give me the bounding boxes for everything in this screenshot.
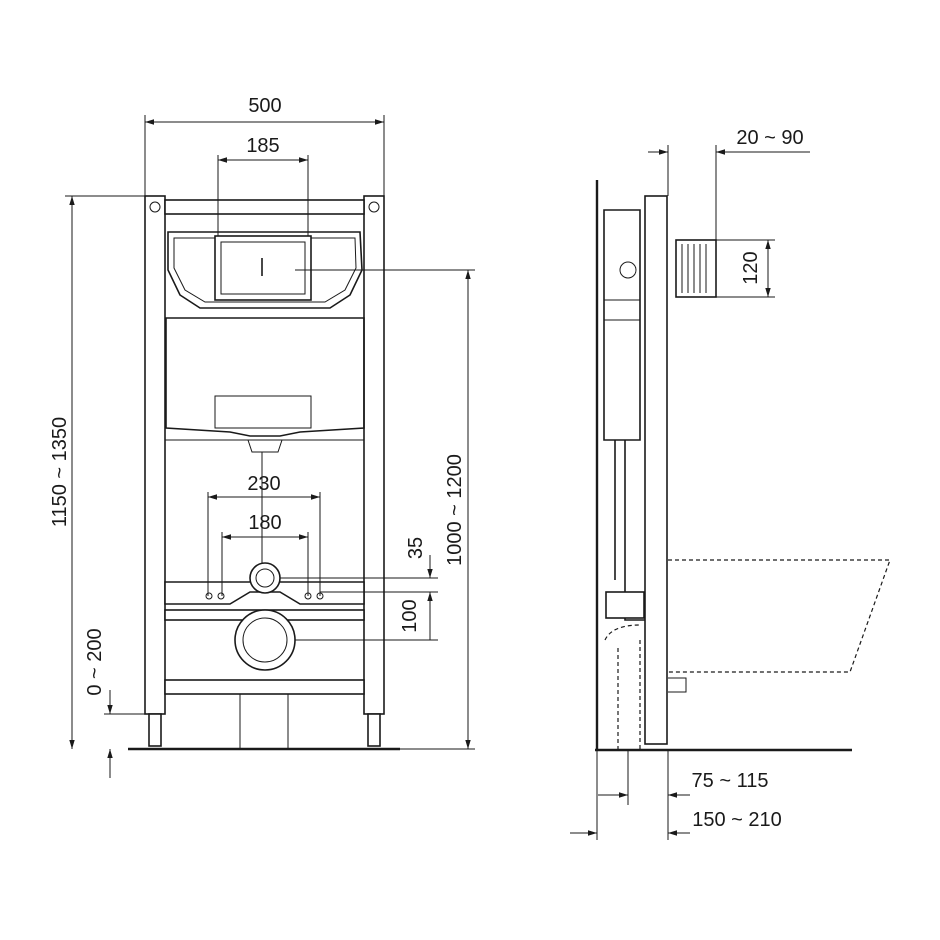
bottom-bar [164,679,365,695]
top-bar [164,199,365,215]
cistern-side [603,209,641,441]
cistern-body [165,317,365,437]
flush-plate-opening [214,235,312,301]
dim-wall-distance: 150 ~ 210 [692,809,782,831]
cross-bar [164,581,365,605]
dim-actuator-height: 1000 ~ 1200 [444,454,466,566]
dim-plate-depth: 20 ~ 90 [736,127,803,149]
left-post [144,195,166,715]
frame-side [644,195,668,745]
mount-hole-icon [368,201,380,213]
dim-width: 500 [248,95,281,117]
cistern-top [167,231,363,309]
dim-bolt-outer: 230 [247,473,280,495]
dim-bolt-inner: 180 [248,512,281,534]
dim-sleeve-height: 120 [740,251,762,284]
dim-outlet-offset: 100 [399,599,421,632]
side-dimensions: 20 ~ 90 120 75 ~ 115 150 ~ 210 [570,127,810,840]
left-foot [148,713,162,747]
water-inlet [249,562,281,594]
dim-frame-depth: 75 ~ 115 [692,770,769,792]
mount-hole-icon [149,201,161,213]
toilet-bowl-outline [668,559,891,673]
right-foot [367,713,381,747]
drain-outlet [234,609,296,671]
side-view [595,180,891,752]
front-dimensions: 500 185 1150 ~ 1350 1000 ~ 1200 230 180 … [49,95,475,778]
dim-total-height: 1150 ~ 1350 [49,417,71,527]
dim-foot-adjustment: 0 ~ 200 [84,628,106,695]
pipe-sleeve [675,239,717,298]
dim-inlet-offset: 35 [405,537,427,559]
front-view [128,195,400,751]
right-post [363,195,385,715]
dim-plate-width: 185 [246,135,279,157]
